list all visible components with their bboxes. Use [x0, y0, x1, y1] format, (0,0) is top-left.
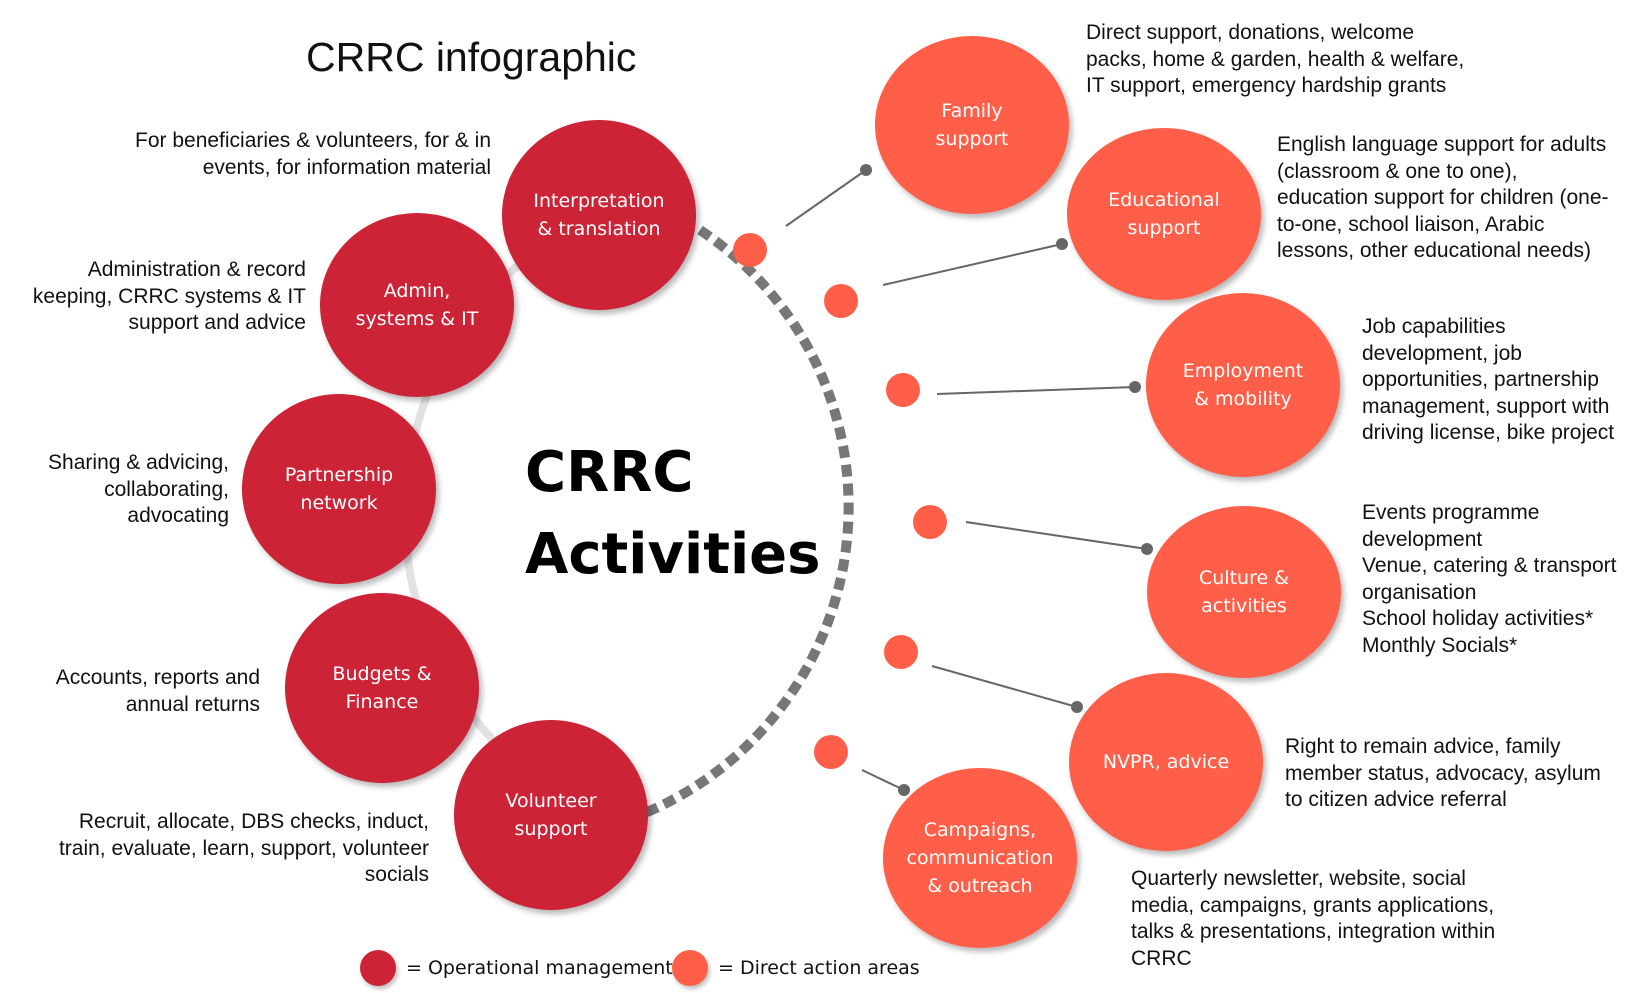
connector-dot-employment [1129, 381, 1141, 393]
connector-culture [965, 521, 1148, 550]
arc-marker-5 [884, 635, 918, 669]
legend-direct-label: = Direct action areas [718, 957, 920, 979]
desc-culture-activities: Events programme development Venue, cate… [1362, 501, 1617, 657]
connector-educational [882, 243, 1063, 286]
connector-employment [936, 386, 1136, 395]
connector-family [785, 169, 867, 227]
desc-family-support: Direct support, donations, welcome packs… [1086, 21, 1465, 97]
desc-educational-support: English language support for adults (cla… [1277, 133, 1609, 262]
node-nvpr-advice: NVPR, advice [1069, 673, 1263, 851]
node-interpretation-translation: Interpretation & translation [502, 120, 696, 310]
desc-partnership-network-text: Sharing & advicing, collaborating, advoc… [48, 451, 229, 527]
node-partnership-network: Partnership network [242, 394, 436, 584]
desc-interpretation-translation: For beneficiaries & volunteers, for & in… [135, 129, 491, 179]
connector-dot-culture [1141, 543, 1153, 555]
connector-dot-nvpr [1071, 701, 1083, 713]
desc-campaigns-communication-outreach: Quarterly newsletter, website, social me… [1131, 867, 1496, 970]
arc-marker-2 [824, 284, 858, 318]
node-culture-activities: Culture & activities [1147, 506, 1341, 678]
node-campaigns-communication-outreach: Campaigns, communication & outreach [883, 768, 1077, 948]
center-heading: CRRC Activities [525, 432, 820, 596]
desc-admin-systems-it: Administration & record keeping, CRRC sy… [32, 258, 306, 334]
arc-marker-4 [913, 505, 947, 539]
connector-dot-family [860, 164, 872, 176]
desc-partnership-network: Sharing & advicing, collaborating, advoc… [48, 450, 229, 530]
connector-dot-educational [1056, 238, 1068, 250]
desc-volunteer-support: Recruit, allocate, DBS checks, induct, t… [58, 810, 429, 886]
node-admin-systems-it: Admin, systems & IT [320, 213, 514, 397]
desc-budgets-finance: Accounts, reports and annual returns [55, 666, 260, 716]
legend-direct-swatch [672, 950, 708, 986]
desc-nvpr-advice: Right to remain advice, family member st… [1285, 735, 1601, 811]
arc-marker-6 [814, 735, 848, 769]
node-educational-support: Educational support [1067, 128, 1261, 300]
arc-marker-3 [886, 373, 920, 407]
legend-operational-swatch [360, 950, 396, 986]
page-title: CRRC infographic [306, 34, 637, 80]
node-employment-mobility: Employment & mobility [1146, 293, 1340, 477]
node-family-support: Family support [875, 36, 1069, 214]
center-heading-line1: CRRC [525, 440, 694, 505]
connector-nvpr [931, 665, 1078, 708]
direct-dashed-arc [638, 225, 854, 820]
legend-operational-label: = Operational management [406, 957, 673, 979]
connector-campaigns [861, 769, 905, 791]
desc-employment-mobility: Job capabilities development, job opport… [1362, 315, 1615, 444]
connector-dot-campaigns [898, 784, 910, 796]
center-heading-line2: Activities [525, 522, 821, 587]
arc-marker-1 [733, 233, 767, 267]
node-volunteer-support: Volunteer support [454, 720, 648, 910]
node-budgets-finance: Budgets & Finance [285, 593, 479, 783]
